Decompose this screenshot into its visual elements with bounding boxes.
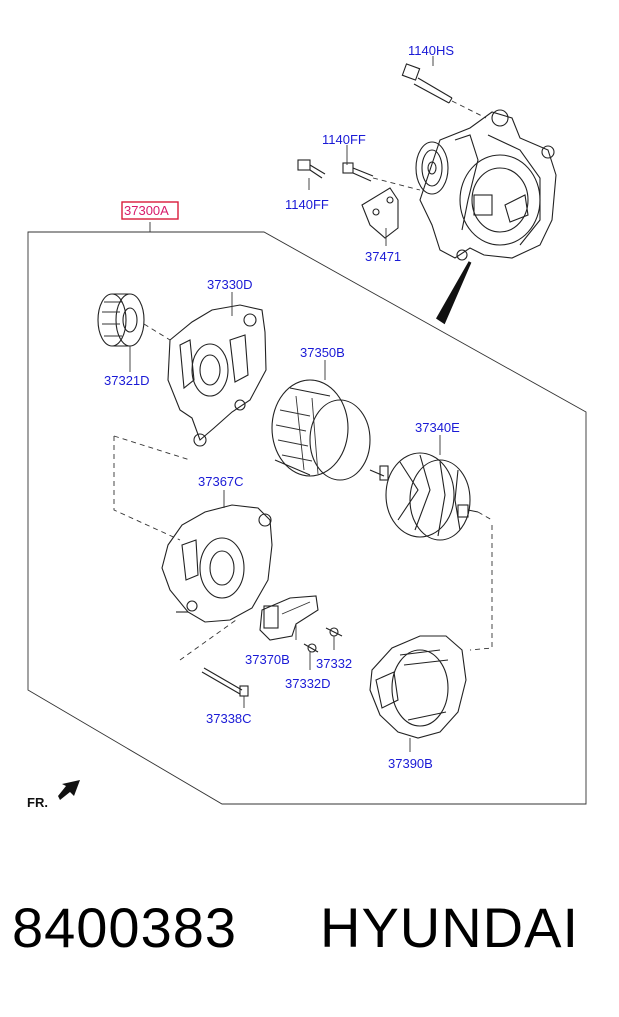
label-1140hs: 1140HS <box>408 43 454 58</box>
rear-cover-37390b <box>369 635 467 752</box>
front-bracket-37330d <box>167 304 267 447</box>
assembly-label-highlight <box>121 201 179 220</box>
bolt-1140hs <box>401 63 487 119</box>
footer-caption: 8400383 HYUNDAI <box>0 895 619 985</box>
label-37300a: 37300A <box>124 203 169 218</box>
label-37338c: 37338C <box>206 711 252 726</box>
label-37367c: 37367C <box>198 474 244 489</box>
label-1140ff-upper: 1140FF <box>322 132 366 147</box>
label-37350b: 37350B <box>300 345 345 360</box>
label-37332d: 37332D <box>285 676 331 691</box>
brand-name: HYUNDAI <box>320 896 580 959</box>
screw-37332d <box>303 643 319 670</box>
pulley-37321d <box>97 293 171 347</box>
label-37471: 37471 <box>365 249 401 264</box>
part-number: 8400383 <box>12 896 238 959</box>
bracket-37471 <box>361 187 399 246</box>
label-37321d: 37321D <box>104 373 150 388</box>
label-37370b: 37370B <box>245 652 290 667</box>
label-front-direction: FR. <box>27 795 48 810</box>
bolt-1140ff-right <box>342 162 421 191</box>
rear-bracket-37367c <box>161 504 273 623</box>
label-1140ff-lower: 1140FF <box>285 197 329 212</box>
guide-lines <box>113 435 493 661</box>
regulator-37370b <box>259 595 319 641</box>
alternator-assembly-drawing <box>415 109 557 325</box>
label-37332: 37332 <box>316 656 352 671</box>
bolt-1140ff-left <box>297 159 326 179</box>
label-37390b: 37390B <box>388 756 433 771</box>
through-bolt-37338c <box>201 667 249 708</box>
assembly-boundary <box>27 222 587 805</box>
label-37330d: 37330D <box>207 277 253 292</box>
label-37340e: 37340E <box>415 420 460 435</box>
stator-37350b <box>271 379 371 481</box>
front-direction-arrow-icon <box>58 780 80 800</box>
leader-lines <box>129 56 441 508</box>
screw-37332 <box>325 627 343 650</box>
rotor-37340e <box>369 452 493 541</box>
